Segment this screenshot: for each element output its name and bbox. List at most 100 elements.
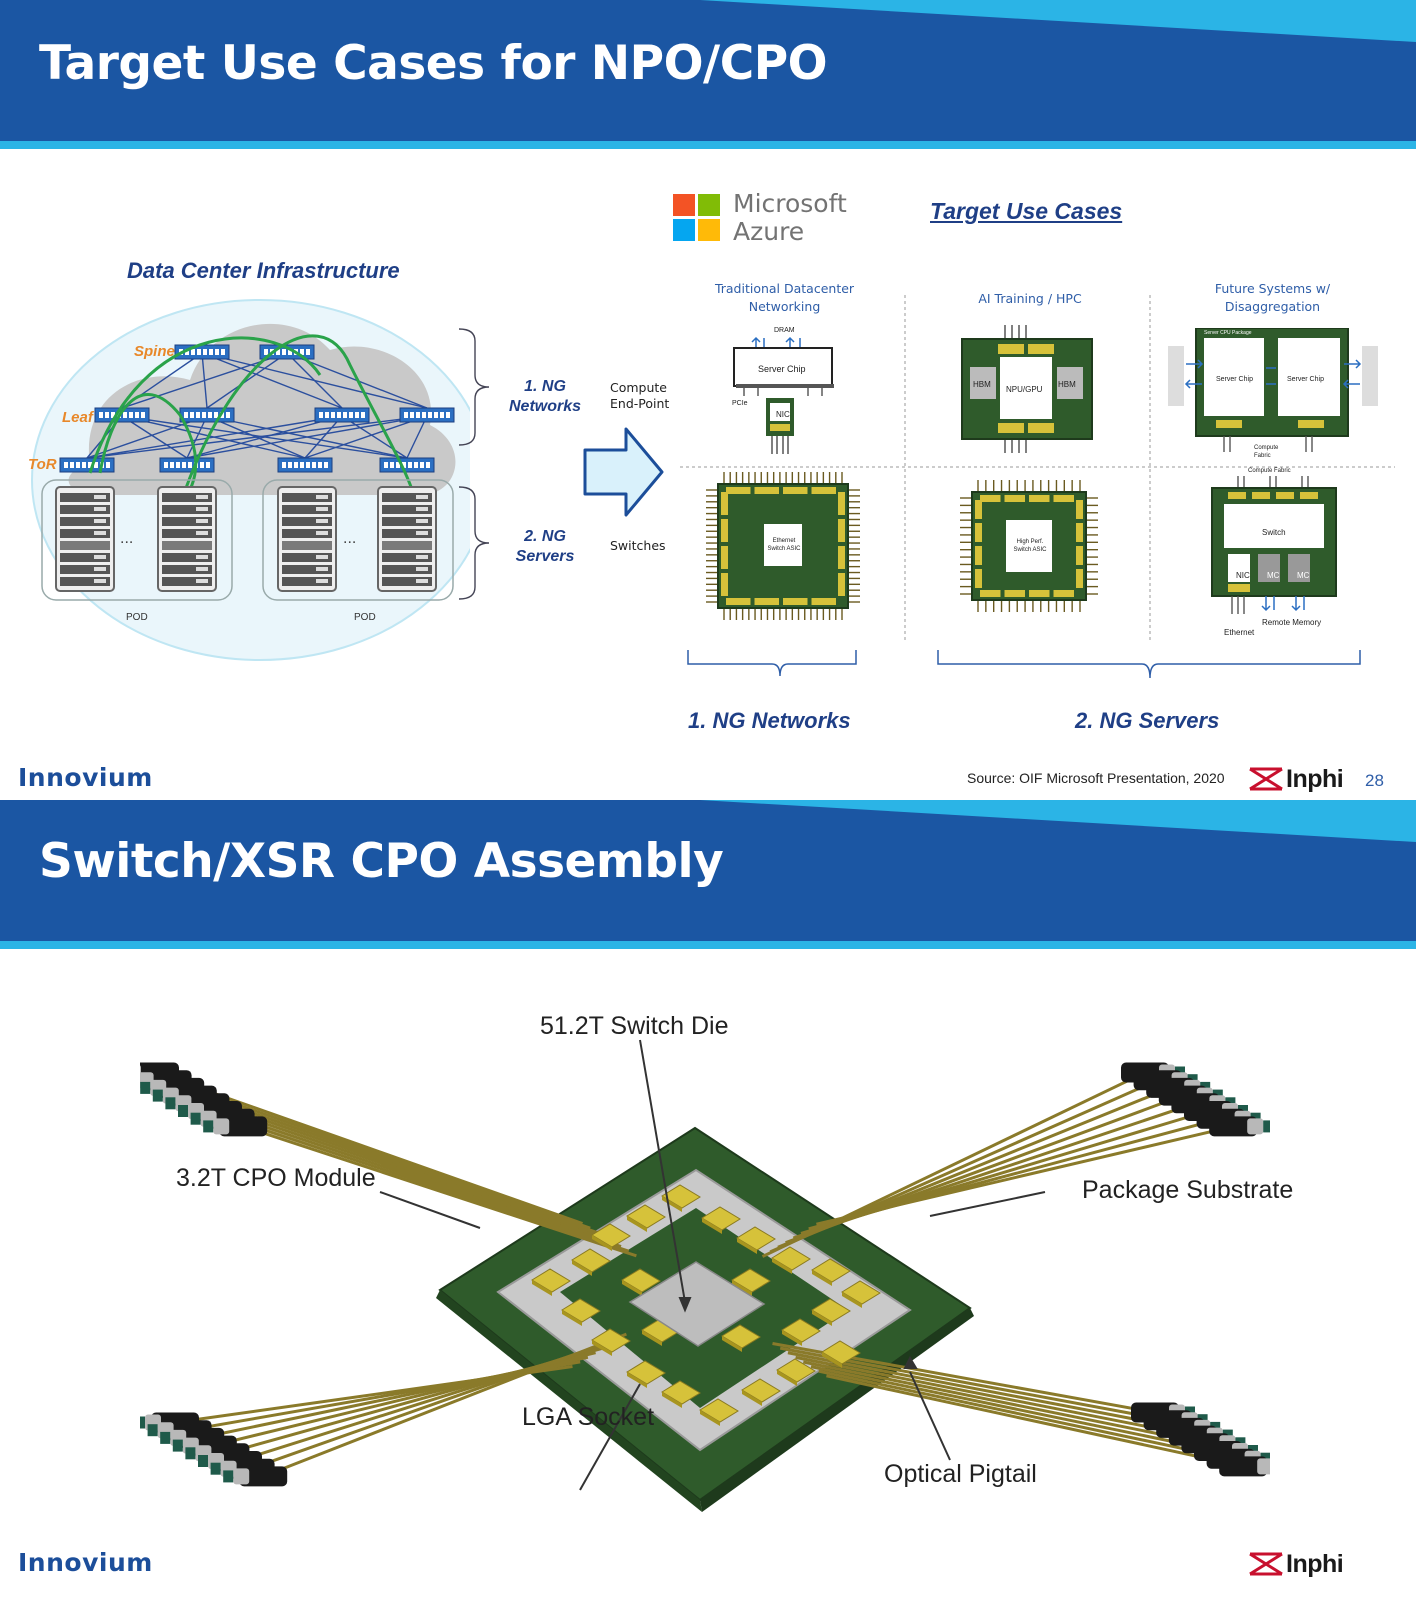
- callout-switch-die: 51.2T Switch Die: [540, 1012, 729, 1040]
- cpo-module-icon: [571, 1248, 611, 1276]
- server-chip-diagram: [733, 336, 834, 454]
- cpo-module-icon: [741, 1378, 781, 1406]
- inphi-logo-text-slide-2: Inphi: [1286, 1550, 1344, 1578]
- fiber-connector-icon: [1209, 1116, 1270, 1137]
- label-hbm-left: HBM: [973, 380, 991, 389]
- side-brackets: [458, 328, 490, 600]
- network-switch-icon: [59, 457, 115, 473]
- server-cpu-package-diagram: [1168, 328, 1378, 452]
- bracket-label-networks: 1. NG Networks: [508, 378, 582, 415]
- column-header-traditional: Traditional Datacenter Networking: [714, 281, 855, 314]
- inphi-logo-icon-slide-2: [1249, 1552, 1283, 1576]
- cpo-module-icon: [811, 1298, 851, 1326]
- pod-label-right: POD: [354, 612, 376, 623]
- inphi-logo-icon: [1249, 767, 1283, 791]
- cpo-module-icon: [621, 1268, 661, 1296]
- label-npu-gpu: NPU/GPU: [1006, 385, 1043, 394]
- cpo-module-icon: [626, 1204, 666, 1232]
- page-number: 28: [1365, 771, 1384, 790]
- server-rack-icon: [55, 486, 115, 592]
- row-label-switches: Switches: [610, 538, 666, 553]
- cpo-module-icon: [736, 1226, 776, 1254]
- source-citation: Source: OIF Microsoft Presentation, 2020: [967, 770, 1225, 786]
- tier-label-leaf: Leaf: [62, 409, 93, 426]
- label-remote-memory: Remote Memory: [1262, 618, 1322, 627]
- microsoft-logo-icon: [673, 194, 720, 241]
- azure-logo-line2: Azure: [733, 217, 805, 246]
- ethernet-switch-asic-diagram: [706, 472, 860, 620]
- cpo-module-icon: [626, 1360, 666, 1388]
- label-nic: NIC: [776, 410, 790, 419]
- cpo-module-icon: [531, 1268, 571, 1296]
- label-server-chip-left: Server Chip: [1216, 376, 1253, 383]
- cpo-module-icon: [771, 1246, 811, 1274]
- cpo-module-icon: [811, 1258, 851, 1286]
- bottom-label-networks: 1. NG Networks: [688, 708, 851, 733]
- tier-label-tor: ToR: [28, 456, 57, 473]
- bracket-label-servers: 2. NG Servers: [515, 528, 575, 565]
- fiber-connector-icon: [223, 1466, 288, 1487]
- cpo-modules: [531, 1184, 881, 1426]
- network-switch-icon: [277, 457, 333, 473]
- optical-pigtail-fibers: [154, 1071, 1244, 1478]
- label-pcie: PCIe: [732, 400, 748, 407]
- cpo-module-icon: [591, 1328, 631, 1356]
- label-nic-switch: NIC: [1236, 571, 1250, 580]
- label-hbm-right: HBM: [1058, 380, 1076, 389]
- label-server-chip-right: Server Chip: [1287, 376, 1324, 383]
- network-switch-icon: [399, 407, 455, 423]
- server-rack-icon: [377, 486, 437, 592]
- cpo-module-icon: [776, 1358, 816, 1386]
- cpo-module-icon: [781, 1318, 821, 1346]
- fiber-connector-icon: [203, 1116, 268, 1137]
- cpo-module-icon: [561, 1298, 601, 1326]
- slide-1: Target Use Cases for NPO/CPO Data Center…: [0, 0, 1416, 793]
- pod-label-left: POD: [126, 612, 148, 623]
- column-header-ai: AI Training / HPC: [978, 291, 1082, 306]
- label-server-chip: Server Chip: [758, 364, 806, 374]
- server-racks: [55, 486, 437, 592]
- label-compute-fabric: Compute Fabric: [1254, 445, 1279, 459]
- cpo-module-icon: [591, 1223, 631, 1251]
- server-rack-icon: [277, 486, 337, 592]
- right-arrow-icon: [583, 427, 664, 517]
- slide-2: Switch/XSR CPO Assembly 51.2T Switch Die…: [0, 800, 1416, 1600]
- slide-1-title: Target Use Cases for NPO/CPO: [39, 36, 828, 91]
- network-switch-icon: [379, 457, 435, 473]
- target-use-cases-heading: Target Use Cases: [930, 198, 1123, 224]
- dc-topology-diagram: [31, 299, 470, 661]
- tier-label-spine: Spine: [134, 343, 175, 360]
- fiber-connectors: [140, 1062, 1270, 1487]
- network-switch-icon: [314, 407, 370, 423]
- bottom-label-servers: 2. NG Servers: [1075, 708, 1220, 733]
- bottom-brackets: [687, 650, 1361, 679]
- callout-lga-socket: LGA Socket: [522, 1403, 655, 1431]
- azure-logo-line1: Microsoft: [733, 189, 847, 218]
- row-label-compute: Compute End-Point: [610, 380, 670, 411]
- label-compute-fabric-switch: Compute Fabric: [1248, 468, 1291, 474]
- label-switch: Switch: [1262, 528, 1286, 537]
- callout-cpo-module: 3.2T CPO Module: [176, 1164, 376, 1192]
- disaggregated-switch-diagram: [1211, 476, 1337, 614]
- slide-2-banner: Switch/XSR CPO Assembly: [0, 800, 1416, 950]
- network-switch-icon: [179, 407, 235, 423]
- ellipsis-left: ...: [120, 530, 134, 547]
- column-header-future: Future Systems w/ Disaggregation: [1214, 281, 1331, 314]
- slide-2-title: Switch/XSR CPO Assembly: [39, 834, 724, 889]
- cpo-module-icon: [661, 1380, 701, 1408]
- slide-1-banner: Target Use Cases for NPO/CPO: [0, 0, 1416, 150]
- cpo-module-icon: [821, 1340, 861, 1368]
- fiber-connector-icon: [1219, 1456, 1270, 1477]
- use-case-grid: [680, 295, 1395, 640]
- network-switches: [59, 344, 455, 473]
- ellipsis-right: ...: [343, 530, 357, 547]
- cpo-module-icon: [721, 1324, 761, 1352]
- label-mc-1: MC: [1267, 571, 1280, 580]
- innovium-logo: Innovium: [18, 763, 153, 792]
- high-perf-switch-asic-diagram: [960, 480, 1098, 612]
- label-server-cpu-package: Server CPU Package: [1204, 330, 1252, 336]
- innovium-logo-slide-2: Innovium: [18, 1548, 153, 1577]
- inphi-logo-text: Inphi: [1286, 765, 1344, 793]
- label-ethernet-switch-asic: Ethernet Switch ASIC: [767, 538, 801, 552]
- cpo-module-icon: [701, 1206, 741, 1234]
